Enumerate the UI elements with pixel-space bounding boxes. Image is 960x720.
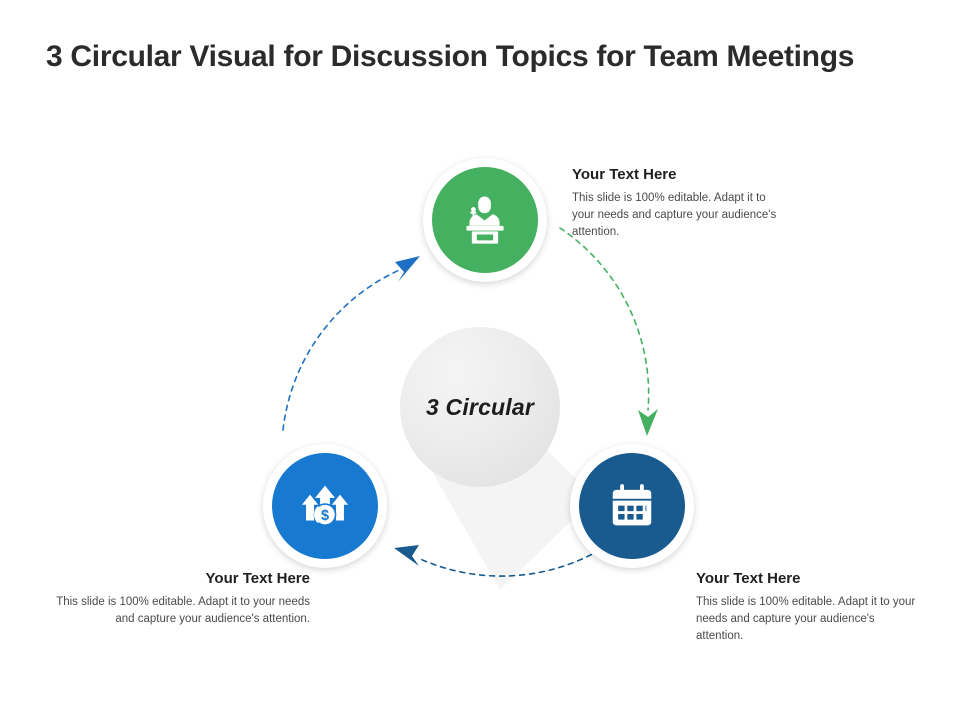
svg-text:$: $ bbox=[321, 508, 329, 524]
center-hub: 3 Circular bbox=[400, 327, 560, 487]
node-bottom-left-circle[interactable]: $ bbox=[272, 453, 378, 559]
text-block-bottom-left: Your Text Here This slide is 100% editab… bbox=[48, 570, 310, 628]
calendar-icon bbox=[612, 484, 652, 526]
page-title: 3 Circular Visual for Discussion Topics … bbox=[46, 40, 855, 73]
node-bottom-left[interactable]: $ bbox=[263, 444, 387, 568]
money-growth-arrows-icon: $ bbox=[301, 485, 349, 526]
text-block-bottom-right-body: This slide is 100% editable. Adapt it to… bbox=[696, 596, 916, 642]
arrowhead-into-left-node bbox=[394, 545, 419, 566]
arrowhead-into-top-node bbox=[395, 256, 420, 282]
speaker-podium-icon bbox=[466, 196, 504, 244]
text-block-top-body: This slide is 100% editable. Adapt it to… bbox=[572, 192, 777, 238]
arc-top-to-right bbox=[559, 227, 650, 411]
text-block-bottom-right: Your Text Here This slide is 100% editab… bbox=[696, 570, 916, 645]
node-bottom-right-circle[interactable] bbox=[579, 453, 685, 559]
node-top-circle[interactable] bbox=[432, 167, 538, 273]
text-block-bottom-right-heading: Your Text Here bbox=[696, 570, 801, 587]
text-block-top-heading: Your Text Here bbox=[572, 166, 677, 183]
center-hub-label: 3 Circular bbox=[425, 393, 535, 420]
arc-left-to-top bbox=[282, 267, 405, 431]
node-top[interactable] bbox=[423, 158, 547, 282]
arrowhead-into-right-node bbox=[638, 409, 658, 436]
text-block-bottom-left-body: This slide is 100% editable. Adapt it to… bbox=[56, 596, 310, 625]
text-block-bottom-left-heading: Your Text Here bbox=[205, 570, 310, 587]
text-block-top: Your Text Here This slide is 100% editab… bbox=[572, 166, 787, 241]
node-bottom-right[interactable] bbox=[570, 444, 694, 568]
